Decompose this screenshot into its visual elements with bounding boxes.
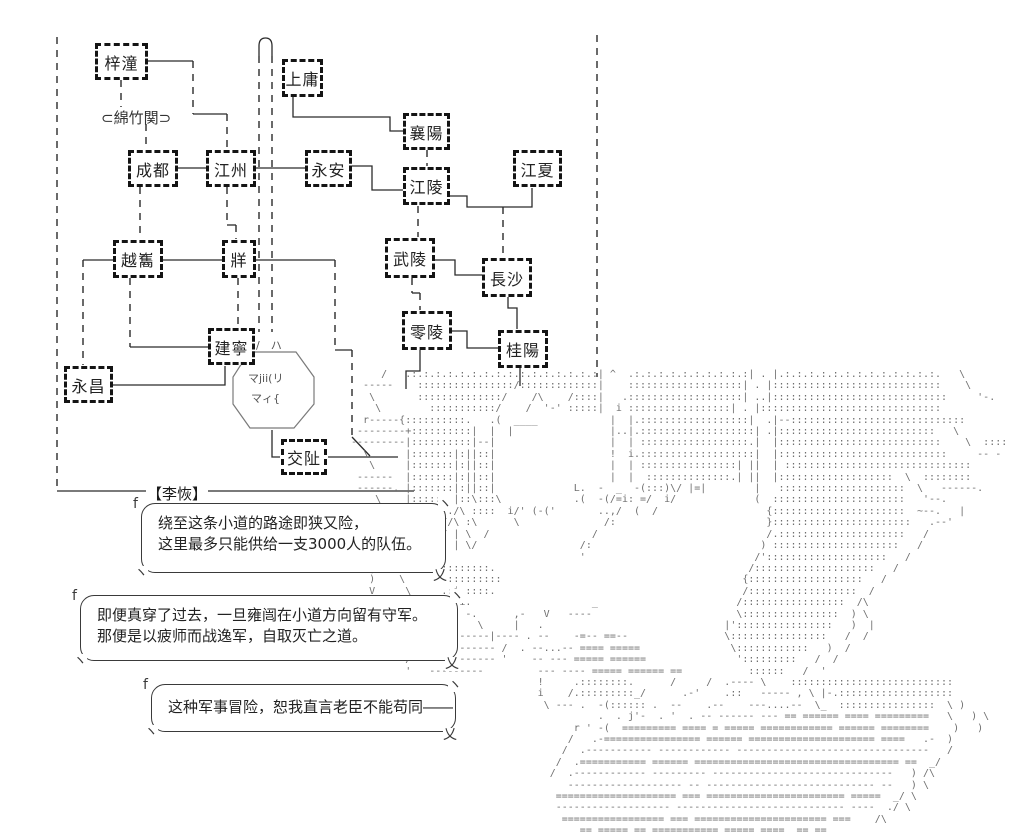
map-node-guiyang: 桂陽 (498, 330, 548, 368)
map-node-label: 江州 (213, 160, 248, 180)
river-cap (258, 37, 273, 56)
map-node-label: 成都 (135, 160, 170, 180)
map-node-jiangxia: 江夏 (513, 150, 562, 187)
map-node-yongchang: 永昌 (64, 366, 113, 403)
map-node-yuexi: 越雟 (113, 240, 163, 278)
map-node-label: 江夏 (520, 160, 555, 180)
map-node-chengdu: 成都 (128, 150, 178, 187)
map-node-lingling: 零陵 (402, 311, 452, 350)
map-node-label: 零陵 (409, 322, 444, 342)
balloon-corner-glyph: ヽ (144, 724, 158, 740)
map-node-label: 江陵 (409, 178, 444, 197)
dialogue-line: 这种军事冒险，恕我直言老臣不能苟同―― (168, 698, 454, 716)
octagon-face-outline (232, 351, 315, 429)
map-node-jiangling: 江陵 (403, 167, 450, 205)
map-node-changsha: 長沙 (482, 258, 532, 297)
map-node-label: 襄陽 (409, 123, 444, 143)
balloon-corner-glyph: 乂 (443, 727, 457, 743)
map-label-mianzhu-pass: ⊂綿竹関⊃ (101, 109, 172, 127)
speech-balloon-3: f ヽ ヽ 乂 这种军事冒险，恕我直言老臣不能苟同―― (143, 678, 462, 742)
map-node-zang: 牂 (222, 240, 256, 278)
ascii-art-scene: / .:.:.:.:.:.:.:.:.:.:.:.:.:.:.:.:| ^ .:… (351, 369, 1008, 837)
map-node-label: 建寧 (214, 338, 249, 358)
map-node-label: 牂 (230, 251, 248, 270)
mini-face-row1: マjii(リ (248, 372, 284, 385)
balloon-corner-glyph: f (133, 496, 138, 512)
balloon-corner-glyph: ヽ (73, 653, 87, 669)
balloon-corner-glyph: ヽ (438, 496, 452, 512)
speech-balloon-1: f ヽ ヽ 乂 绕至这条小道的路途即狭又险， 这里最多只能供给一支3000人的队… (133, 497, 452, 583)
balloon-corner-glyph: f (72, 588, 77, 604)
map-node-label: 武陵 (392, 250, 427, 269)
mini-face-row2: マィ{ (251, 392, 280, 405)
balloon-corner-glyph: 乂 (433, 568, 447, 584)
map-node-label: 越雟 (120, 251, 155, 270)
mini-face-ears: / ハ (256, 339, 282, 352)
map-node-xiangyang: 襄陽 (403, 113, 450, 150)
speaker-label: 【李恢】 (147, 485, 208, 503)
dialogue-line: 绕至这条小道的路途即狭又险， (158, 514, 369, 532)
map-node-label: 永安 (311, 160, 346, 180)
map-node-jiangzhou: 江州 (206, 150, 256, 187)
balloon-corner-glyph: f (143, 677, 148, 693)
dialogue-line: 这里最多只能供给一支3000人的队伍。 (158, 535, 422, 553)
speech-balloon-2: f ヽ ヽ 乂 即便真穿了过去，一旦雍闿在小道方向留有守军。 那便是以疲师而战逸… (72, 589, 464, 671)
map-node-label: 永昌 (71, 376, 106, 396)
balloon-corner-glyph: 乂 (445, 656, 459, 672)
map-node-label: 梓潼 (104, 53, 139, 73)
map-node-label: 上庸 (285, 70, 320, 89)
dialogue-line: 那便是以疲师而战逸军，自取灭亡之道。 (97, 627, 368, 645)
balloon-corner-glyph: ヽ (448, 677, 462, 693)
map-node-zitong: 梓潼 (95, 43, 148, 80)
dialogue-line: 即便真穿了过去，一旦雍闿在小道方向留有守军。 (97, 606, 428, 624)
map-node-label: 長沙 (489, 269, 524, 289)
balloon-corner-glyph: ヽ (134, 565, 148, 581)
map-node-jiaozhi: 交阯 (281, 439, 327, 475)
map-node-yongan: 永安 (305, 150, 352, 187)
map-node-wuling: 武陵 (385, 238, 435, 278)
map-node-label: 交阯 (286, 449, 321, 468)
balloon-corner-glyph: ヽ (450, 588, 464, 604)
map-node-jianning: 建寧 (208, 328, 255, 365)
map-node-shangyong: 上庸 (282, 59, 323, 97)
map-node-label: 桂陽 (505, 341, 540, 360)
